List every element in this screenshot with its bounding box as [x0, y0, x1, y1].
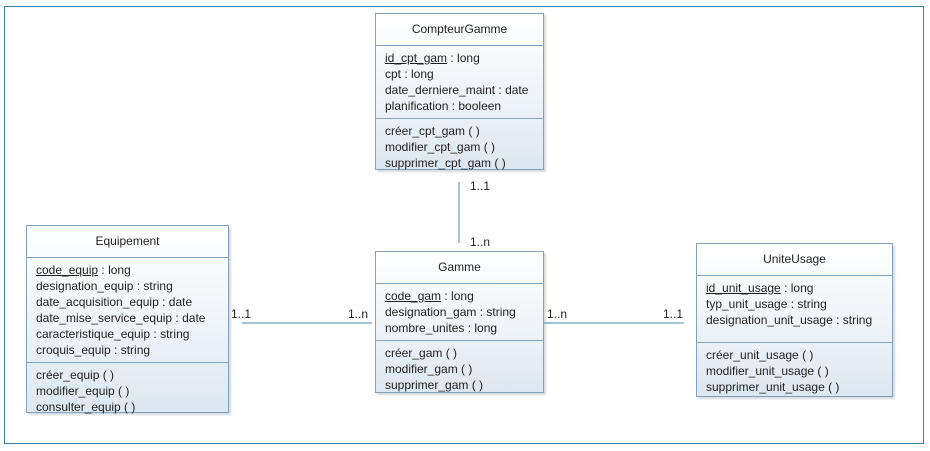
operation-row: modifier_cpt_gam ( ) — [385, 140, 496, 154]
multiplicity-gamme-left: 1..n — [348, 307, 369, 321]
operation-row: consulter_equip ( ) — [36, 400, 136, 414]
attribute-row: typ_unit_usage : string — [706, 297, 827, 311]
class-equipement[interactable]: Equipement code_equip : long designation… — [26, 225, 229, 414]
attribute-row: code_gam : long — [385, 289, 474, 303]
diagram-frame — [4, 6, 924, 444]
operation-row: créer_equip ( ) — [36, 368, 115, 382]
operation-row: créer_gam ( ) — [385, 346, 458, 360]
attribute-row: designation_gam : string — [385, 305, 516, 319]
operations-section: créer_equip ( ) modifier_equip ( ) consu… — [27, 363, 228, 419]
multiplicity-unite: 1..1 — [663, 307, 684, 321]
multiplicity-gamme-right: 1..n — [547, 307, 568, 321]
attributes-section: code_equip : long designation_equip : st… — [27, 258, 228, 363]
attribute-row: cpt : long — [385, 67, 434, 81]
attribute-row: designation_unit_usage : string — [706, 313, 873, 327]
attribute-row: caracteristique_equip : string — [36, 327, 190, 341]
operation-row: supprimer_gam ( ) — [385, 378, 484, 392]
operation-row: modifier_unit_usage ( ) — [706, 364, 829, 378]
class-unite-usage[interactable]: UniteUsage id_unit_usage : long typ_unit… — [696, 243, 893, 397]
operation-row: supprimer_cpt_gam ( ) — [385, 156, 506, 170]
attribute-row: nombre_unites : long — [385, 321, 498, 335]
attributes-section: id_unit_usage : long typ_unit_usage : st… — [697, 276, 892, 343]
operation-row: supprimer_unit_usage ( ) — [706, 380, 840, 394]
multiplicity-compteur: 1..1 — [470, 179, 491, 193]
attribute-row: planification : booleen — [385, 99, 502, 113]
attribute-row: date_derniere_maint : date — [385, 83, 529, 97]
attribute-row: croquis_equip : string — [36, 343, 151, 357]
attribute-row: date_mise_service_equip : date — [36, 311, 206, 325]
class-title: CompteurGamme — [376, 14, 543, 46]
operation-row: créer_unit_usage ( ) — [706, 348, 814, 362]
class-compteur-gamme[interactable]: CompteurGamme id_cpt_gam : long cpt : lo… — [375, 13, 544, 170]
operation-row: créer_cpt_gam ( ) — [385, 124, 480, 138]
attribute-row: designation_equip : string — [36, 279, 173, 293]
operations-section: créer_gam ( ) modifier_gam ( ) supprimer… — [376, 341, 543, 397]
attributes-section: id_cpt_gam : long cpt : long date_dernie… — [376, 46, 543, 119]
operation-row: modifier_gam ( ) — [385, 362, 473, 376]
operations-section: créer_cpt_gam ( ) modifier_cpt_gam ( ) s… — [376, 119, 543, 175]
operations-section: créer_unit_usage ( ) modifier_unit_usage… — [697, 343, 892, 399]
attributes-section: code_gam : long designation_gam : string… — [376, 284, 543, 341]
attribute-row: code_equip : long — [36, 263, 131, 277]
multiplicity-gamme-top: 1..n — [470, 235, 491, 249]
class-gamme[interactable]: Gamme code_gam : long designation_gam : … — [375, 251, 544, 393]
class-title: Equipement — [27, 226, 228, 258]
attribute-row: date_acquisition_equip : date — [36, 295, 193, 309]
attribute-row: id_cpt_gam : long — [385, 51, 480, 65]
attribute-row: id_unit_usage : long — [706, 281, 814, 295]
class-title: Gamme — [376, 252, 543, 284]
operation-row: modifier_equip ( ) — [36, 384, 130, 398]
class-title: UniteUsage — [697, 244, 892, 276]
multiplicity-equipement: 1..1 — [231, 307, 252, 321]
